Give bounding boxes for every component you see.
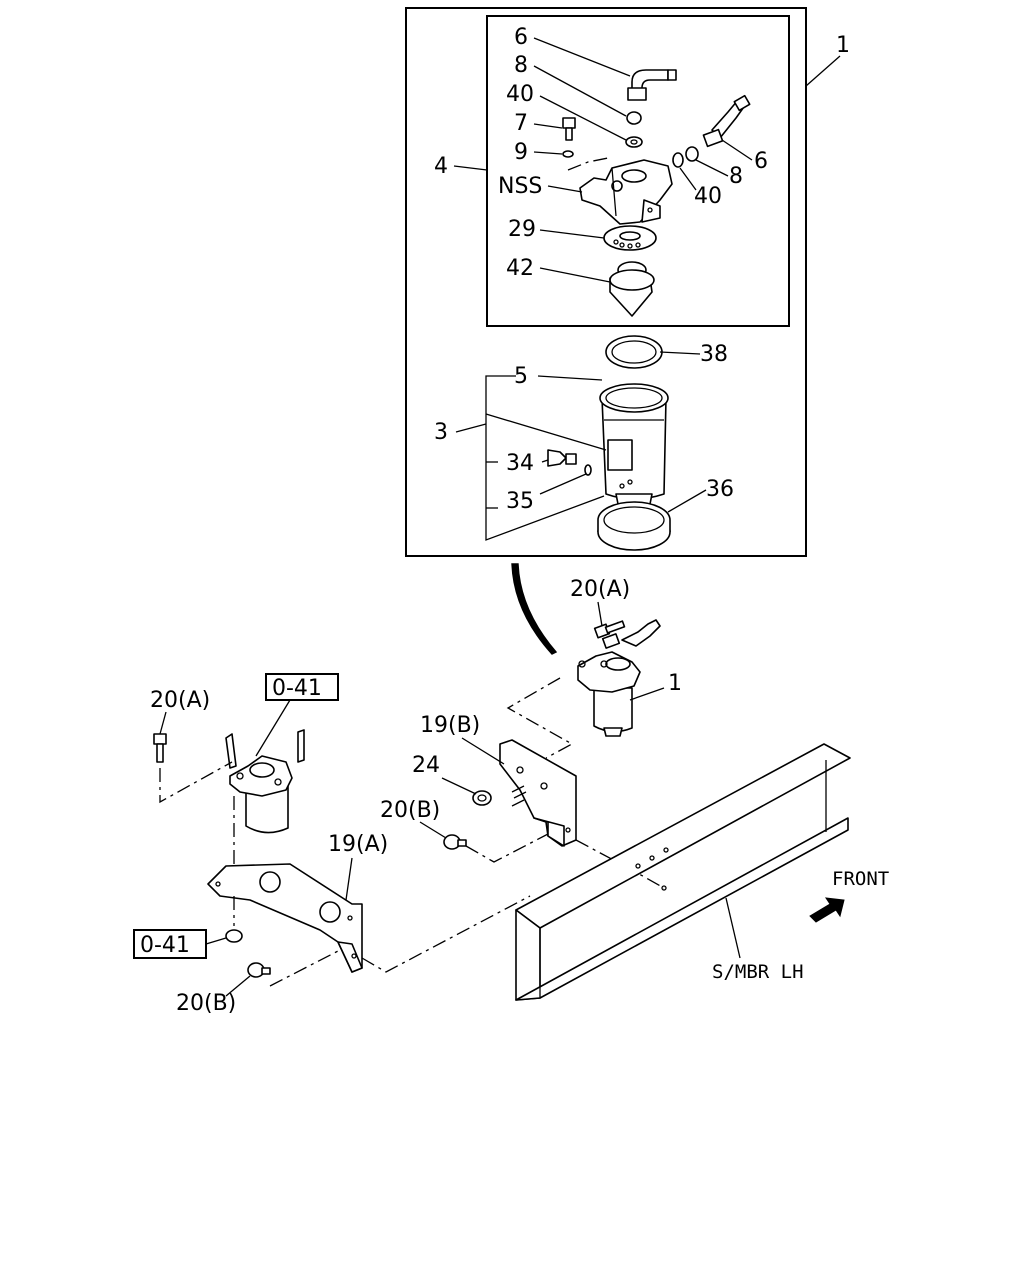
bolt-20b-bottom <box>247 962 271 978</box>
filter-cartridge-3 <box>599 383 669 505</box>
callout-29: 29 <box>508 217 536 242</box>
callout-5: 5 <box>514 364 528 389</box>
drain-plug-34 <box>547 449 577 467</box>
leader-1-top <box>805 55 841 87</box>
front-arrow-icon <box>809 897 845 923</box>
leader-ref-lower <box>205 937 227 945</box>
callout-6-right: 6 <box>754 149 768 174</box>
callout-3: 3 <box>434 420 448 445</box>
washer-40-right <box>672 152 684 168</box>
ref-lower: 0-41 <box>140 933 190 958</box>
o-ring-35 <box>584 464 592 476</box>
filter-head-body <box>579 159 673 225</box>
leader-19b <box>461 737 505 765</box>
assembly-arrow <box>511 563 558 655</box>
leader-40-top <box>539 95 627 141</box>
callout-19a: 19(A) <box>328 832 388 857</box>
bolt-20a-left <box>153 733 167 763</box>
leader-20b-bottom <box>225 975 251 997</box>
leader-24 <box>441 777 477 795</box>
retaining-ring-36 <box>597 501 671 551</box>
leader-4 <box>453 165 488 171</box>
leader-36 <box>667 489 707 513</box>
leader-19a <box>345 857 353 901</box>
callout-40-right: 40 <box>694 184 722 209</box>
callout-42: 42 <box>506 256 534 281</box>
bracket-3 <box>485 375 605 541</box>
callout-19b: 19(B) <box>420 713 480 738</box>
nut-24 <box>472 790 492 806</box>
callout-36: 36 <box>706 477 734 502</box>
callout-40-top: 40 <box>506 82 534 107</box>
leader-8-right <box>695 159 729 177</box>
callout-8-top: 8 <box>514 53 528 78</box>
leader-ref-upper <box>255 699 291 757</box>
bolt-20a-mid <box>593 620 626 639</box>
leader-6-top <box>533 37 631 77</box>
o-ring-9 <box>562 150 574 158</box>
leader-6-right <box>721 139 753 161</box>
leader-nss <box>547 185 583 193</box>
stud-bolts <box>511 785 527 807</box>
leader-35 <box>539 473 587 495</box>
callout-34: 34 <box>506 451 534 476</box>
callout-35: 35 <box>506 489 534 514</box>
leader-20a-left <box>159 711 167 735</box>
gasket-29 <box>603 225 657 251</box>
leader-40-right <box>679 167 697 191</box>
leader-8-top <box>533 65 627 117</box>
callout-20a-mid: 20(A) <box>570 577 630 602</box>
callout-20b-mid: 20(B) <box>380 798 440 823</box>
callout-1-mid: 1 <box>668 671 682 696</box>
side-member-lh <box>515 743 851 1001</box>
leader-34 <box>541 459 549 463</box>
callout-7: 7 <box>514 111 528 136</box>
bracket-19a <box>207 863 363 973</box>
head-assembly-4-frame <box>486 15 790 327</box>
leader-7 <box>533 123 563 129</box>
ref-box-upper <box>265 673 339 701</box>
smbr-label: S/MBR LH <box>712 961 804 983</box>
leader-38 <box>659 351 701 355</box>
nut-8-top <box>626 111 642 125</box>
leader-42 <box>539 267 611 283</box>
nut-left <box>225 929 243 943</box>
leader-29 <box>539 229 605 239</box>
callout-9: 9 <box>514 140 528 165</box>
leader-9 <box>533 151 563 155</box>
leader-5 <box>537 375 603 381</box>
callout-20a-left: 20(A) <box>150 688 210 713</box>
callout-8-right: 8 <box>729 164 743 189</box>
callout-6-top: 6 <box>514 25 528 50</box>
callout-38: 38 <box>700 342 728 367</box>
leader-3 <box>455 423 487 433</box>
bleeder-screw-7 <box>562 117 576 141</box>
callout-nss: NSS <box>498 174 542 199</box>
fuel-pipe-fitting-6-right <box>702 94 751 148</box>
leader-smbr <box>725 897 741 959</box>
front-label: FRONT <box>832 868 889 890</box>
fuel-filter-assembly-1 <box>577 619 661 737</box>
bracket-19b <box>499 739 577 847</box>
callout-1-top: 1 <box>836 33 850 58</box>
bolt-20b-mid <box>443 834 467 850</box>
washer-40-top <box>625 136 643 148</box>
callout-24: 24 <box>412 753 440 778</box>
assembly-1-frame <box>405 7 807 557</box>
o-ring-38 <box>605 335 663 369</box>
leader-20a-mid <box>597 601 603 627</box>
fuel-filter-left <box>225 729 305 834</box>
ref-upper: 0-41 <box>272 676 322 701</box>
fuel-pipe-fitting-6-top <box>627 69 677 101</box>
leader-20b-mid <box>419 821 447 839</box>
leader-1-mid <box>629 687 665 701</box>
callout-4: 4 <box>434 154 448 179</box>
nut-8-right <box>685 146 699 162</box>
element-42 <box>609 261 655 317</box>
